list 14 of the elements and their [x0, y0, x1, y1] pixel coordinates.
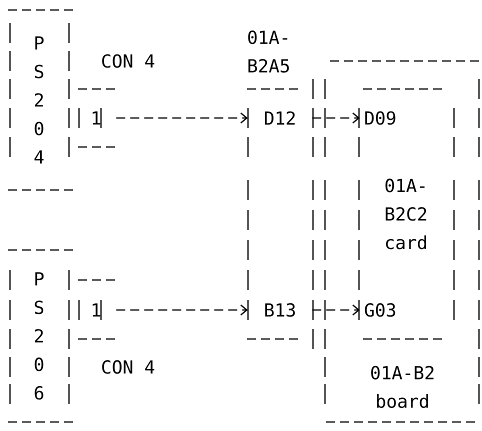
- arrow: [116, 304, 248, 316]
- connector-box: 1: [77, 88, 116, 148]
- pin-label: D09: [365, 111, 396, 125]
- power-supply-box: P S 2 0 4: [7, 9, 74, 191]
- pin-label: D12: [264, 111, 295, 125]
- pin-label: G03: [364, 303, 396, 317]
- connector-label: CON 4: [102, 360, 154, 374]
- arrow: [312, 304, 360, 316]
- arrow: [312, 112, 360, 124]
- power-supply-box: P S 2 0 6: [7, 249, 74, 423]
- connector-label: CON 4: [102, 54, 154, 68]
- arrow: [116, 112, 248, 124]
- connector-box: 1: [77, 279, 116, 340]
- pin-label: B13: [265, 303, 295, 317]
